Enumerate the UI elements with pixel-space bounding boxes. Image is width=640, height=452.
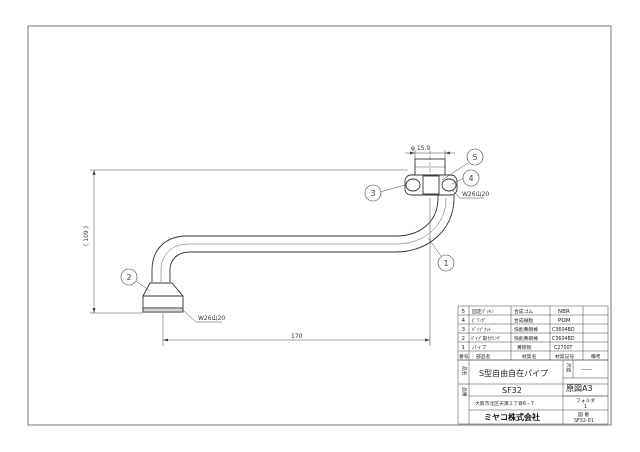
row-4-no: 4	[462, 318, 466, 324]
bottom-thread-label: W26山20	[198, 314, 225, 322]
length-label: 170	[291, 333, 303, 340]
parts-row-1: 1 パイプ 黄銅管 C2700T	[462, 344, 573, 351]
row-2-no: 2	[462, 336, 466, 342]
row-5-name: 固定ﾊﾟｯｷﾝ	[472, 308, 494, 315]
balloon-3: 3	[364, 184, 382, 202]
dimension-arrows	[92, 151, 450, 342]
height-label: ( 109 )	[83, 226, 90, 246]
header-material: 材質名	[522, 353, 537, 360]
dimension-lines	[90, 150, 484, 346]
folder-label: フォルダ	[576, 397, 595, 404]
top-nut	[404, 150, 458, 198]
bottom-fitting	[142, 282, 184, 313]
row-1-code: C2700T	[554, 345, 573, 351]
header-name: 部品名	[476, 353, 491, 360]
part-number: SF32	[502, 386, 522, 395]
sheet-size: 原図A3	[566, 384, 593, 393]
row-1-material: 黄銅管	[517, 344, 532, 351]
product-name: S型自由自在パイプ	[479, 368, 548, 378]
balloon-4-label: 4	[469, 174, 474, 183]
parts-header-row: 番号 部品名 材質名 材質記号 備考	[459, 353, 601, 360]
row-3-material: 快削黄銅棒	[514, 326, 538, 333]
row-2-name: ﾊﾟｲﾌﾟ取付ﾘﾝｸﾞ	[471, 335, 502, 342]
row-3-name: ﾊﾟｲﾌﾟﾅｯﾄ	[472, 326, 492, 333]
scale-label: 尺度	[565, 363, 572, 373]
top-thread-label: W26山20	[462, 190, 489, 198]
row-1-name: パイプ	[472, 345, 487, 351]
parts-row-2: 2 ﾊﾟｲﾌﾟ取付ﾘﾝｸﾞ 快削黄銅棒 C3604BD	[462, 335, 575, 342]
balloon-2-label: 2	[127, 273, 132, 282]
drawing-number: SF32-01	[574, 418, 594, 424]
product-name-label: 品名	[461, 366, 468, 376]
row-5-no: 5	[462, 309, 466, 315]
row-2-material: 快削黄銅棒	[514, 335, 538, 342]
tip-diameter-label: φ 15.9	[411, 145, 430, 152]
balloon-1: 1	[437, 254, 455, 272]
balloon-leaders	[135, 162, 469, 292]
balloon-5-label: 5	[473, 153, 478, 162]
scale-value: ——	[581, 367, 593, 373]
drawing-label: 図 番	[578, 411, 589, 418]
balloon-5: 5	[466, 148, 484, 166]
folder-value: 1	[584, 404, 587, 410]
row-3-code: C3604BD	[552, 327, 575, 333]
title-block: 品名 S型自由自在パイプ 尺度 —— 品番 SF32 原図A3 大阪市北区天満１…	[457, 359, 609, 425]
parts-row-5: 5 固定ﾊﾟｯｷﾝ 合成ゴム NBR	[462, 308, 571, 315]
balloon-4: 4	[462, 169, 480, 187]
balloon-1-label: 1	[444, 259, 449, 268]
s-pipe	[151, 197, 455, 282]
row-3-no: 3	[462, 327, 466, 333]
balloon-2: 2	[120, 268, 138, 286]
header-no: 番号	[459, 353, 469, 360]
company-name: ミヤコ株式会社	[484, 412, 540, 422]
row-1-no: 1	[462, 345, 466, 351]
header-note: 備考	[591, 353, 601, 360]
parts-row-4: 4 ﾋﾞﾗﾝｸﾞ 合成樹脂 POM	[462, 317, 571, 324]
parts-row-3: 3 ﾊﾟｲﾌﾟﾅｯﾄ 快削黄銅棒 C3604BD	[462, 326, 575, 333]
row-4-material: 合成樹脂	[514, 317, 533, 324]
row-4-name: ﾋﾞﾗﾝｸﾞ	[472, 317, 486, 324]
drawing-no-label: 品番	[461, 387, 468, 397]
header-code: 材質記号	[555, 353, 574, 360]
row-4-code: POM	[558, 318, 571, 324]
row-2-code: C3604BD	[552, 336, 575, 342]
parts-list: 5 固定ﾊﾟｯｷﾝ 合成ゴム NBR 4 ﾋﾞﾗﾝｸﾞ 合成樹脂 POM 3 ﾊ…	[457, 305, 609, 361]
drawing-frame	[27, 25, 612, 426]
balloon-3-label: 3	[371, 189, 376, 198]
address: 大阪市北区天満１丁目6－7	[475, 400, 534, 407]
row-5-code: NBR	[558, 309, 570, 315]
row-5-material: 合成ゴム	[514, 308, 533, 315]
